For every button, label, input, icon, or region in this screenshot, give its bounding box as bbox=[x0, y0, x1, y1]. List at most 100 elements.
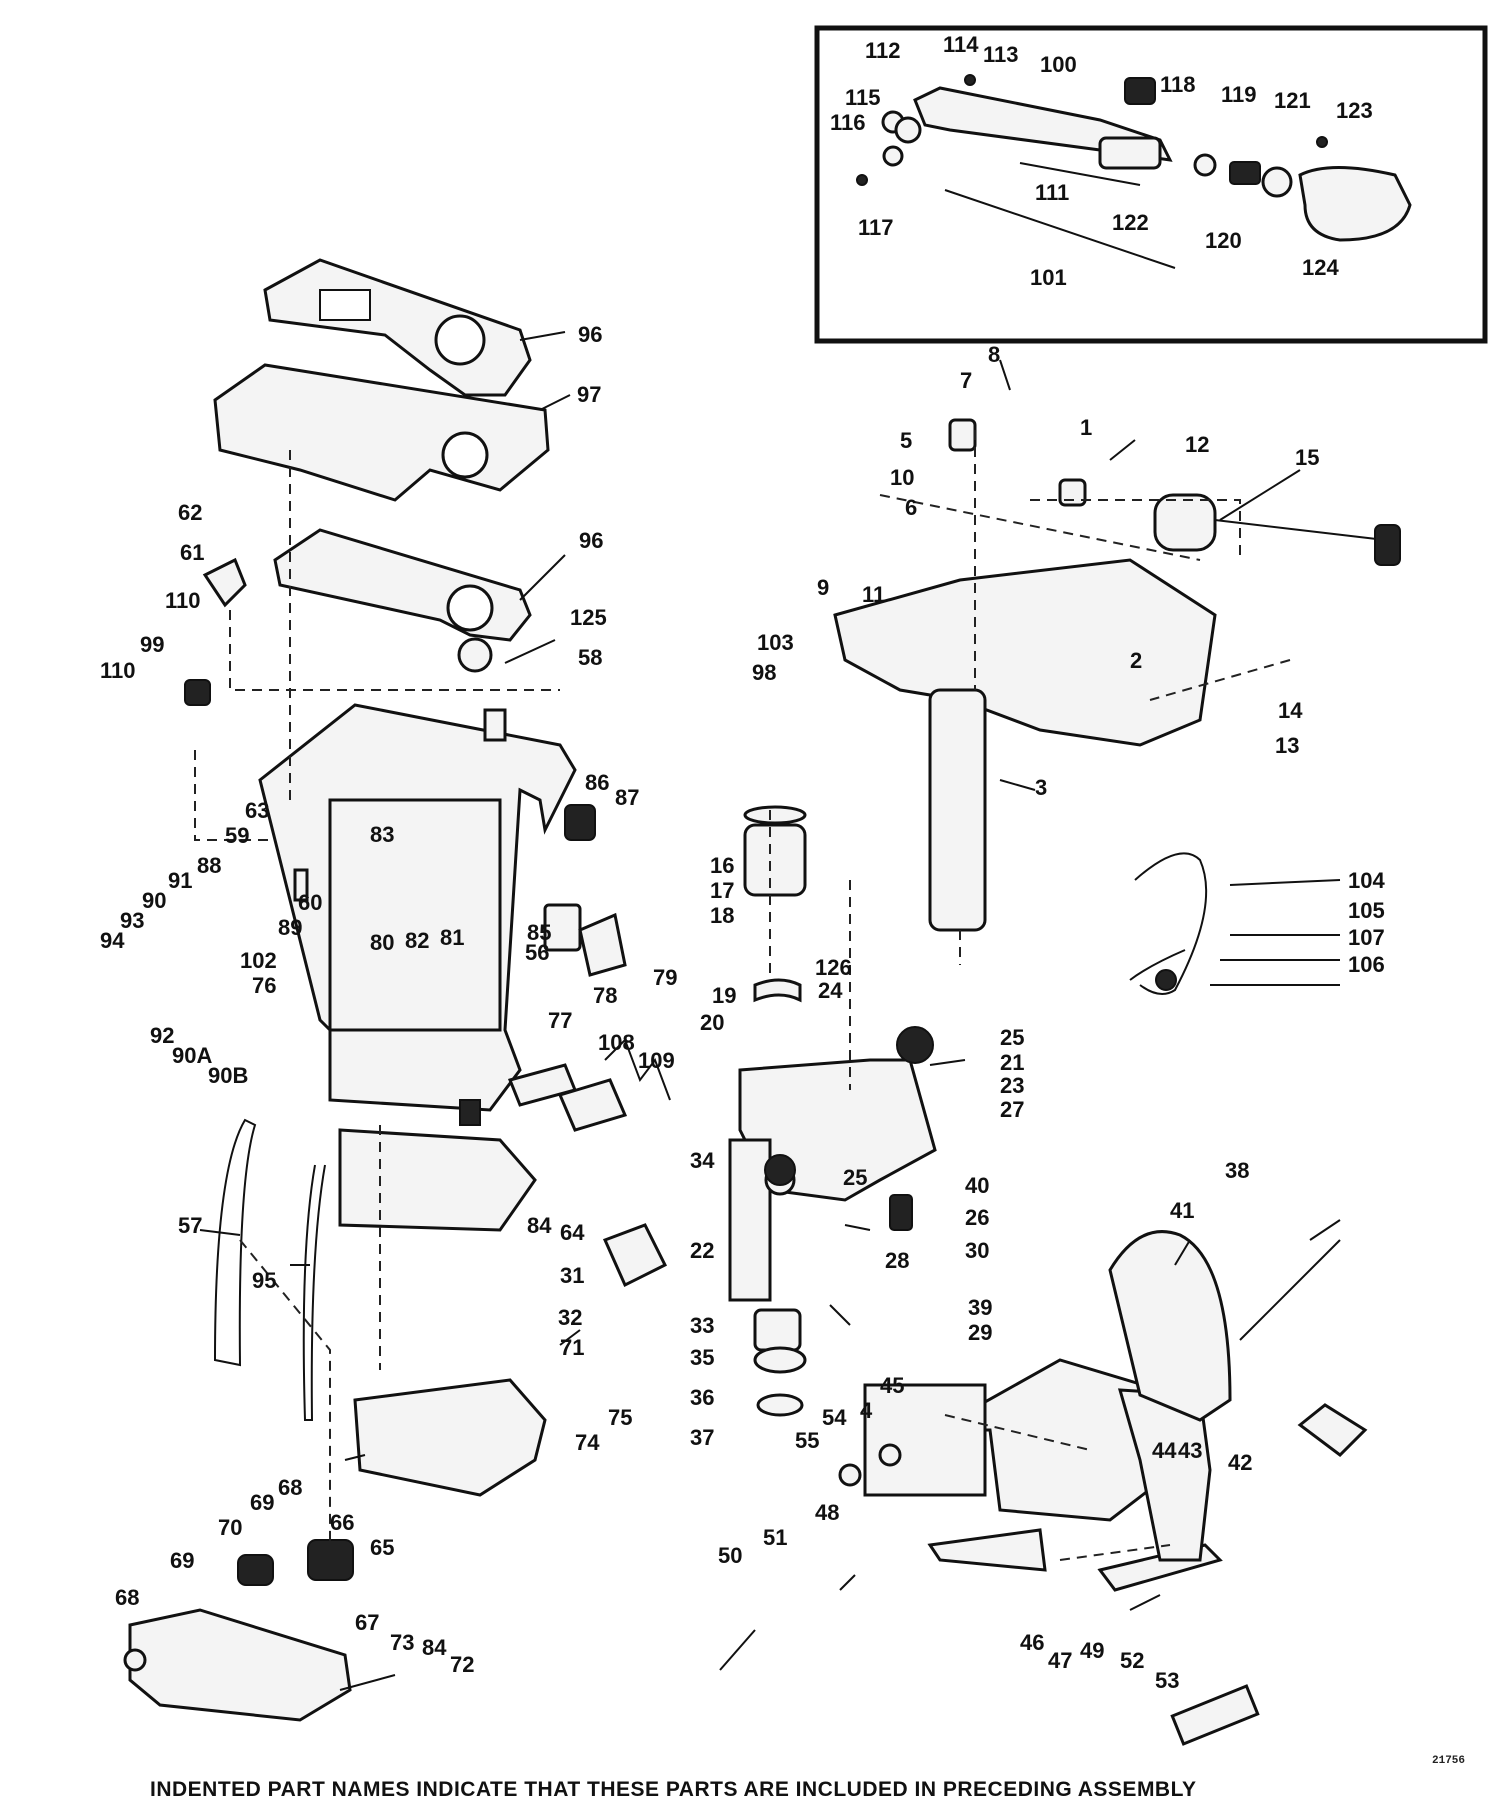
callout-label: 26 bbox=[965, 1205, 989, 1230]
callout-label: 75 bbox=[608, 1405, 632, 1430]
callout-label: 15 bbox=[1295, 445, 1319, 470]
callout-label: 56 bbox=[525, 940, 549, 965]
callout-label: 106 bbox=[1348, 952, 1385, 977]
callout-label: 90A bbox=[172, 1043, 212, 1068]
callout-label: 66 bbox=[330, 1510, 354, 1535]
callout-label: 51 bbox=[763, 1525, 787, 1550]
callout-label: 64 bbox=[560, 1220, 585, 1245]
callout-label: 110 bbox=[165, 588, 201, 613]
callout-label: 94 bbox=[100, 928, 125, 953]
callout-label: 73 bbox=[390, 1630, 414, 1655]
callout-label: 88 bbox=[197, 853, 221, 878]
callout-label: 60 bbox=[298, 890, 322, 915]
callout-label: 11 bbox=[862, 582, 885, 607]
callout-label: 96 bbox=[578, 322, 602, 347]
callout-label: 22 bbox=[690, 1238, 714, 1263]
callout-label: 48 bbox=[815, 1500, 839, 1525]
callout-label: 50 bbox=[718, 1543, 742, 1568]
callout-label: 87 bbox=[615, 785, 639, 810]
inset-label: 120 bbox=[1205, 228, 1242, 253]
inset-label: 121 bbox=[1274, 88, 1311, 113]
inset-label: 101 bbox=[1030, 265, 1067, 290]
gasket-stack bbox=[213, 258, 550, 642]
callout-label: 4 bbox=[860, 1398, 873, 1423]
callout-label: 91 bbox=[168, 868, 192, 893]
callout-label: 46 bbox=[1020, 1630, 1044, 1655]
callout-label: 7 bbox=[960, 368, 972, 393]
callout-label: 63 bbox=[245, 798, 269, 823]
callout-label: 52 bbox=[1120, 1648, 1144, 1673]
callout-label: 68 bbox=[278, 1475, 302, 1500]
callout-label: 54 bbox=[822, 1405, 847, 1430]
callout-label: 58 bbox=[578, 645, 602, 670]
callout-label: 21 bbox=[1000, 1050, 1024, 1075]
callout-label: 103 bbox=[757, 630, 794, 655]
callout-label: 102 bbox=[240, 948, 277, 973]
callout-label: 41 bbox=[1170, 1198, 1194, 1223]
callout-label: 30 bbox=[965, 1238, 989, 1263]
lower-covers bbox=[123, 1118, 547, 1722]
callout-label: 85 bbox=[527, 920, 551, 945]
callout-label: 105 bbox=[1348, 898, 1385, 923]
callout-labels: 96 97 96 62 61 110 110 99 125 58 63 59 8… bbox=[100, 322, 1385, 1693]
callout-label: 45 bbox=[880, 1373, 904, 1398]
callout-label: 17 bbox=[710, 878, 734, 903]
callout-label: 74 bbox=[575, 1430, 600, 1455]
callout-label: 90B bbox=[208, 1063, 248, 1088]
inset-label: 111 bbox=[1035, 180, 1069, 205]
callout-label: 38 bbox=[1225, 1158, 1249, 1183]
callout-label: 83 bbox=[370, 822, 394, 847]
inset-label: 118 bbox=[1160, 72, 1196, 97]
inset-label: 116 bbox=[830, 110, 866, 135]
callout-label: 109 bbox=[638, 1048, 675, 1073]
inset-steering-handle: 112 114 113 100 118 119 121 123 115 116 … bbox=[814, 25, 1488, 344]
callout-label: 95 bbox=[252, 1268, 276, 1293]
callout-label: 89 bbox=[278, 915, 302, 940]
alignment-lines bbox=[194, 430, 1291, 1561]
callout-label: 67 bbox=[355, 1610, 379, 1635]
callout-label: 107 bbox=[1348, 925, 1385, 950]
callout-label: 14 bbox=[1278, 698, 1303, 723]
callout-label: 125 bbox=[570, 605, 607, 630]
inset-label: 100 bbox=[1040, 52, 1077, 77]
callout-label: 12 bbox=[1185, 432, 1209, 457]
callout-label: 61 bbox=[180, 540, 204, 565]
callout-label: 71 bbox=[560, 1335, 584, 1360]
callout-label: 2 bbox=[1130, 648, 1142, 673]
callout-label: 8 bbox=[988, 342, 1000, 367]
callout-label: 39 bbox=[968, 1295, 992, 1320]
inset-label: 112 bbox=[865, 38, 901, 63]
callout-label: 110 bbox=[100, 658, 136, 683]
callout-label: 69 bbox=[170, 1548, 194, 1573]
callout-label: 32 bbox=[558, 1305, 582, 1330]
swivel-bracket bbox=[833, 418, 1401, 995]
callout-label: 126 bbox=[815, 955, 852, 980]
callout-label: 44 bbox=[1152, 1438, 1177, 1463]
callout-label: 57 bbox=[178, 1213, 202, 1238]
callout-label: 70 bbox=[218, 1515, 242, 1540]
inset-label: 124 bbox=[1302, 255, 1339, 280]
callout-label: 77 bbox=[548, 1008, 572, 1033]
inset-label: 115 bbox=[845, 85, 881, 110]
callout-label: 35 bbox=[690, 1345, 714, 1370]
inset-label: 113 bbox=[983, 42, 1019, 67]
callout-label: 16 bbox=[710, 853, 734, 878]
footer-note: INDENTED PART NAMES INDICATE THAT THESE … bbox=[150, 1778, 1197, 1801]
small-components bbox=[184, 557, 1368, 1487]
inset-label: 119 bbox=[1221, 82, 1257, 107]
callout-label: 37 bbox=[690, 1425, 714, 1450]
callout-label: 59 bbox=[225, 823, 249, 848]
callout-label: 19 bbox=[712, 983, 736, 1008]
callout-label: 3 bbox=[1035, 775, 1047, 800]
callout-label: 43 bbox=[1178, 1438, 1202, 1463]
callout-label: 13 bbox=[1275, 733, 1299, 758]
callout-label: 62 bbox=[178, 500, 202, 525]
callout-label: 72 bbox=[450, 1652, 474, 1677]
callout-label: 25 bbox=[843, 1165, 867, 1190]
callout-label: 104 bbox=[1348, 868, 1385, 893]
callout-label: 28 bbox=[885, 1248, 909, 1273]
callout-label: 98 bbox=[752, 660, 776, 685]
inset-label: 123 bbox=[1336, 98, 1373, 123]
callout-label: 36 bbox=[690, 1385, 714, 1410]
